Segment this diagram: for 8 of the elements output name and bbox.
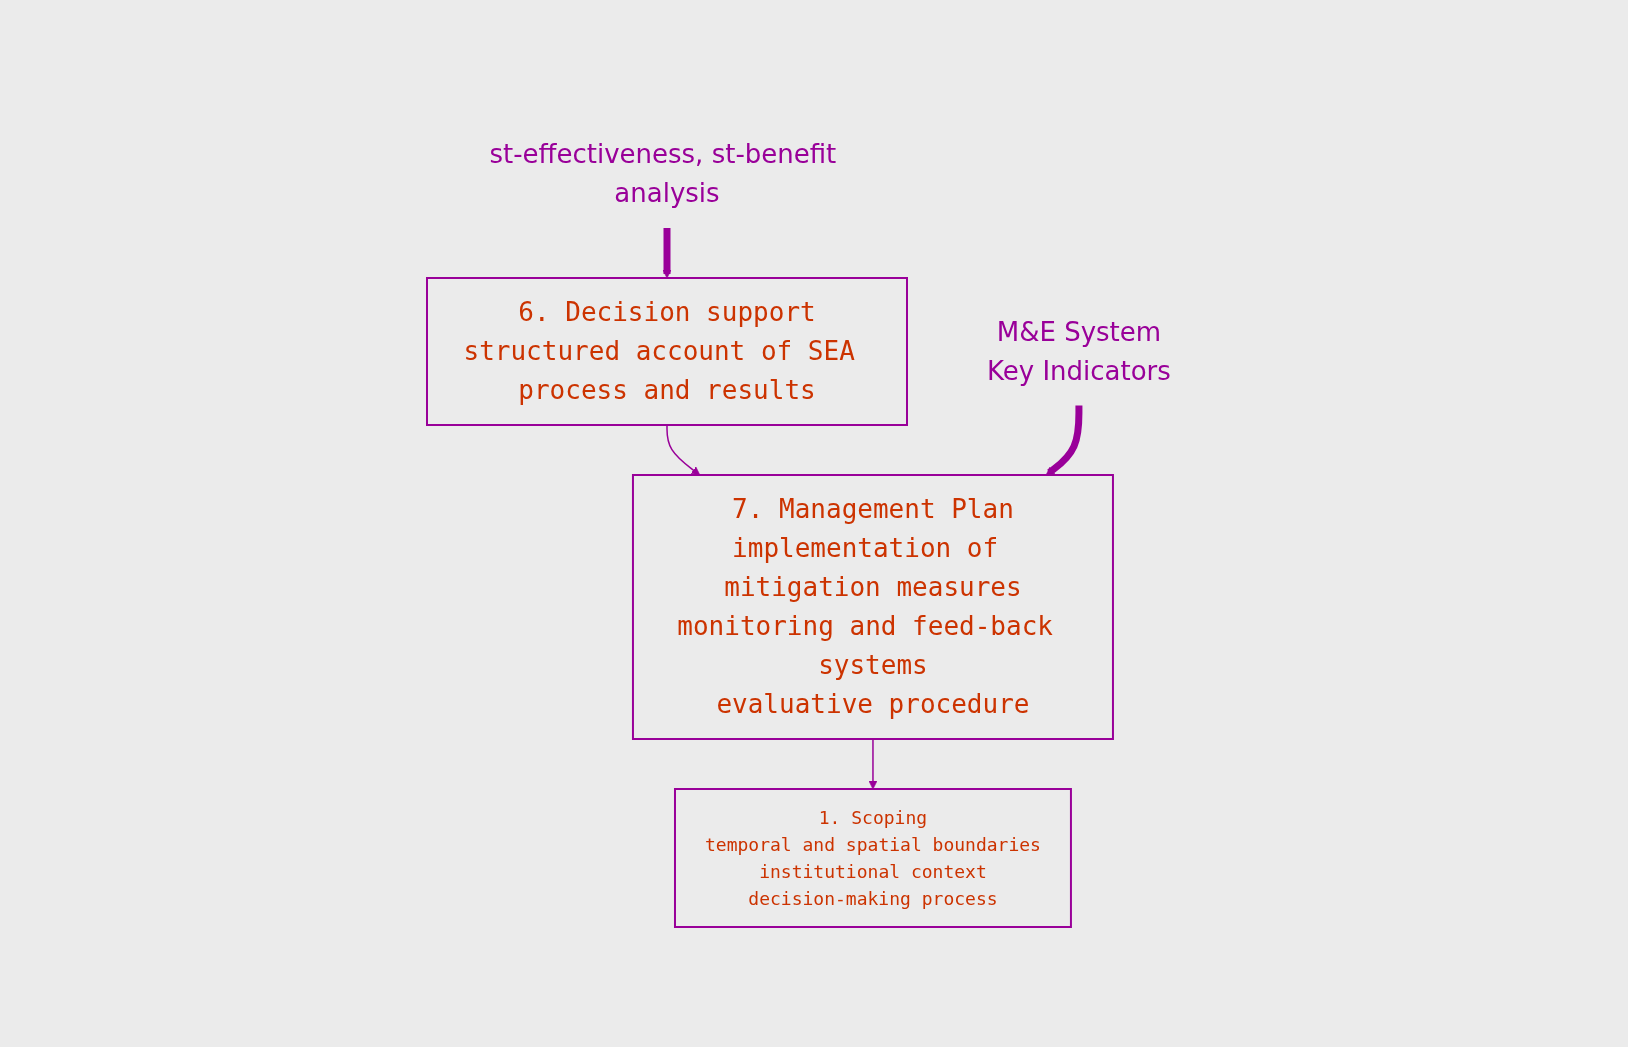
arrow (666, 424, 701, 476)
node-box: 7. Management Plan implementation of mitigation measures monitoring and feed-back systems evaluative procedure (632, 474, 1115, 740)
arrow (1045, 405, 1083, 476)
node-box: 1. Scoping temporal and spatial boundaries institutional context decision-making process (674, 788, 1072, 928)
node-box: 6. Decision support structured account of SEA process and results (426, 277, 909, 426)
node-text: st-effectiveness, st-benefit analysis (489, 139, 837, 208)
arrow (868, 738, 878, 790)
node-text: M&E System Key Indicators (987, 316, 1171, 386)
